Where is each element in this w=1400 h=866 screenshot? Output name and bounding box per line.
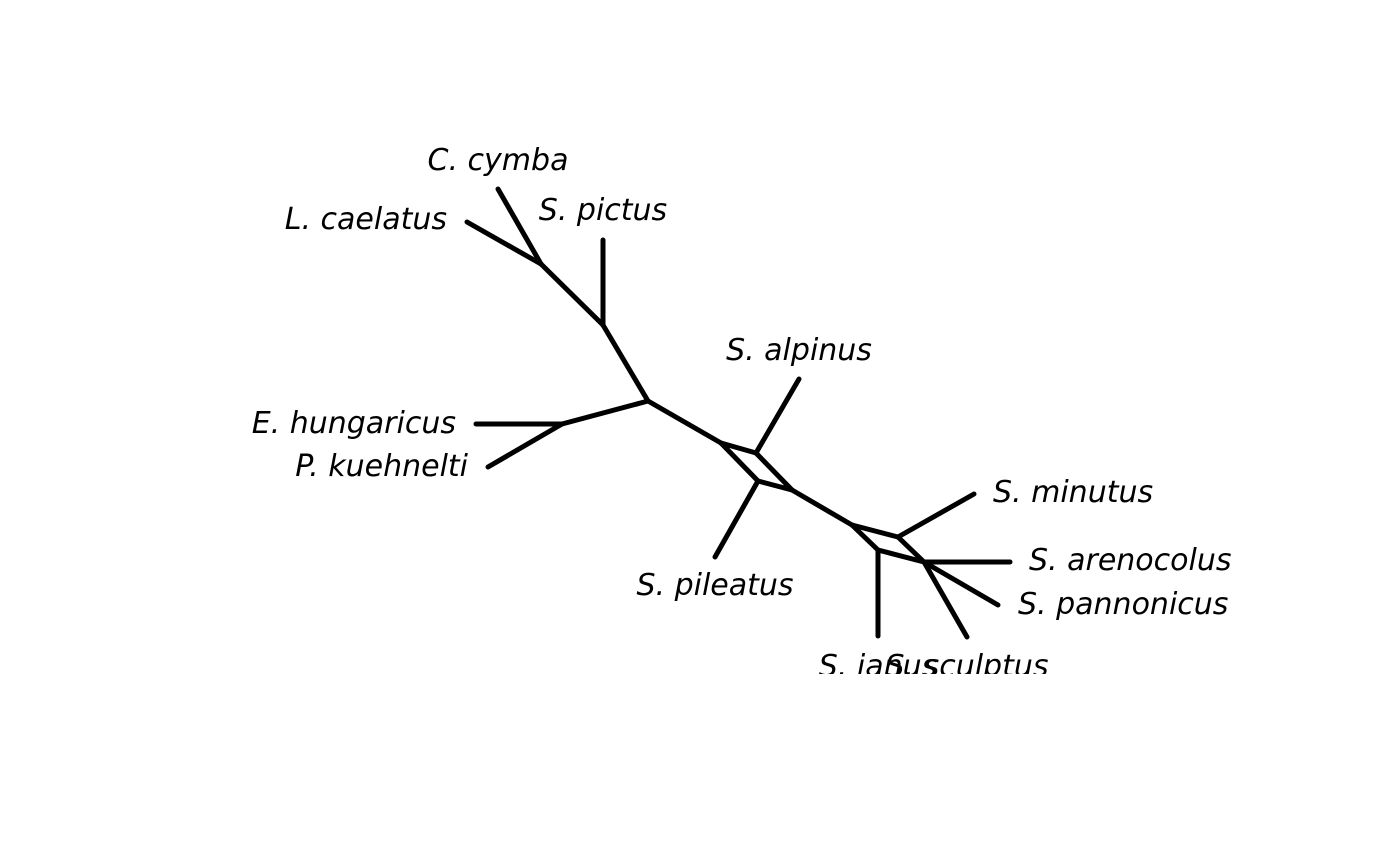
tree-edges [464,186,1013,640]
tip-label-pannonicus: S. pannonicus [1018,587,1228,622]
edge-box2-left [849,522,881,553]
tip-label-arenocolus: S. arenocolus [1029,543,1232,578]
edge-upper-inner [538,261,606,328]
edge-root-upper [600,322,651,404]
branch-sculptus [921,559,970,640]
branch-minutus [895,491,977,540]
edge-root-left [559,398,651,427]
tip-label-caelatus: L. caelatus [285,202,447,237]
tip-label-alpinus: S. alpinus [726,333,872,368]
branch-pileatus [712,478,761,560]
tip-labels: C. cymba L. caelatus S. pictus E. hungaricu… [252,143,1232,684]
edge-box1-right [753,450,795,493]
branch-alpinus [753,376,802,456]
edge-mid [789,487,855,528]
branch-pannonicus [921,559,1001,608]
tip-label-hungaricus: E. hungaricus [252,406,456,441]
edge-box2-top [849,522,901,540]
tip-label-cymba: C. cymba [428,143,569,178]
tip-label-pictus: S. pictus [539,193,667,228]
edge-box2-bottom [875,547,927,565]
branch-caelatus [464,219,544,267]
tip-label-kuehnelti: P. kuehnelti [295,449,468,484]
tip-label-ianus: S. ianus [819,649,938,684]
edge-box2-right [895,534,927,565]
edge-root-right [645,398,724,446]
edge-box1-top [718,440,759,456]
branch-kuehnelti [485,421,565,470]
tip-label-pileatus: S. pileatus [636,568,793,603]
tip-label-minutus: S. minutus [993,475,1153,510]
tip-label-sculptus: S. sculptus [885,649,1048,684]
branch-cymba [495,186,544,267]
edge-box1-left [718,440,761,484]
edge-box1-bottom [755,478,795,493]
